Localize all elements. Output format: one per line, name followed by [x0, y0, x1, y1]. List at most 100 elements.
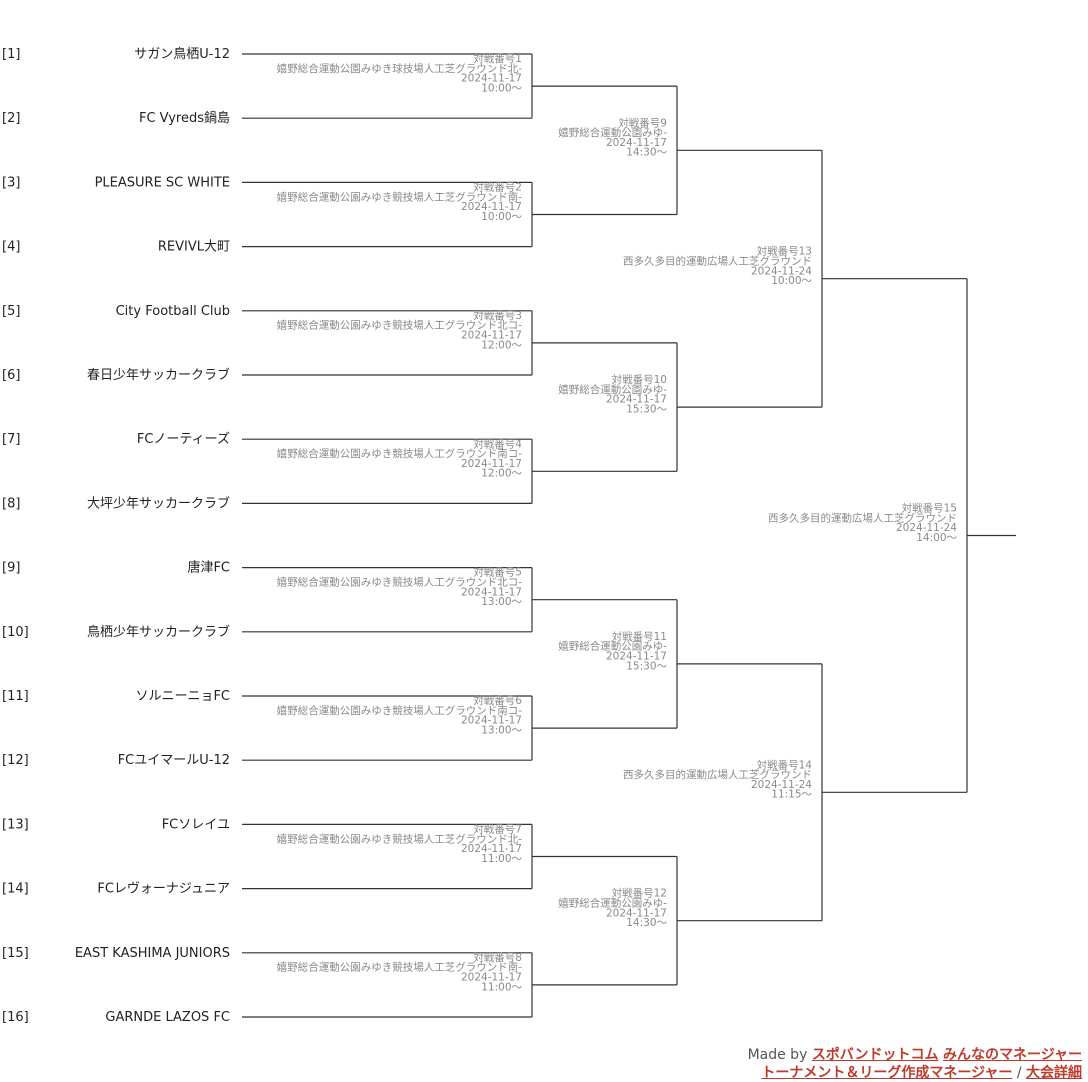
- team-name: GARNDE LAZOS FC: [105, 1010, 230, 1025]
- match-date: 2024-11-17: [606, 907, 667, 919]
- seed-number: [12]: [2, 753, 29, 768]
- team-name: FCソレイユ: [162, 817, 230, 832]
- match-time: 13:00～: [481, 596, 522, 608]
- match-number: 対戦番号1: [473, 52, 522, 65]
- match-venue: 西多久多目的運動広場人工芝グラウンド: [768, 511, 957, 524]
- match-venue: 西多久多目的運動広場人工芝グラウンド: [623, 768, 812, 781]
- match-venue: 嬉野総合運動公園みゆ-: [558, 383, 667, 396]
- match-time: 11:00～: [481, 981, 522, 993]
- match-venue: 嬉野総合運動公園みゆ-: [558, 640, 667, 653]
- seed-number: [6]: [2, 368, 20, 383]
- link-tournament-manager[interactable]: トーナメント＆リーグ作成マネージャー: [761, 1065, 1013, 1081]
- match-venue: 嬉野総合運動公園みゆき競技場人工グラウンド南コ-: [277, 447, 522, 460]
- team-name: FCレヴォーナジュニア: [97, 881, 230, 897]
- made-by-text: Made by: [747, 1047, 808, 1063]
- seed-number: [2]: [2, 111, 20, 126]
- match-venue: 嬉野総合運動公園みゆ-: [558, 897, 667, 910]
- match-number: 対戦番号3: [473, 309, 522, 322]
- seed-number: [13]: [2, 817, 29, 832]
- seed-number: [10]: [2, 625, 29, 640]
- match-date: 2024-11-17: [461, 843, 522, 855]
- seed-number: [4]: [2, 240, 20, 255]
- footer-separator: /: [1016, 1065, 1022, 1081]
- seed-number: [16]: [2, 1010, 29, 1025]
- match-number: 対戦番号15: [902, 502, 957, 515]
- seed-number: [5]: [2, 304, 20, 319]
- team-name: FC Vyreds鍋島: [139, 110, 230, 126]
- match-date: 2024-11-17: [461, 586, 522, 598]
- match-number: 対戦番号10: [612, 373, 667, 386]
- match-date: 2024-11-17: [606, 651, 667, 663]
- match-time: 14:30～: [626, 917, 667, 929]
- seed-number: [7]: [2, 432, 20, 447]
- team-name: PLEASURE SC WHITE: [95, 175, 230, 190]
- team-name: EAST KASHIMA JUNIORS: [75, 946, 230, 961]
- match-venue: 嬉野総合運動公園みゆき競技場人工芝グラウンド南-: [277, 190, 522, 203]
- team-name: サガン鳥栖U-12: [134, 47, 230, 62]
- match-date: 2024-11-17: [461, 715, 522, 727]
- tournament-bracket: [1] サガン鳥栖U-12 [2] FC Vyreds鍋島 [3] PLEASURE SC…: [2, 47, 1016, 1025]
- seed-number: [8]: [2, 496, 20, 511]
- match-date: 2024-11-24: [896, 522, 957, 534]
- match-venue: 嬉野総合運動公園みゆき競技場人工グラウンド北コ-: [277, 319, 522, 332]
- match-number: 対戦番号14: [757, 758, 813, 771]
- match-venue: 嬉野総合運動公園みゆき競技場人工グラウンド北コ-: [277, 576, 522, 589]
- team-name: FCユイマールU-12: [118, 753, 230, 768]
- match-number: 対戦番号13: [757, 245, 812, 258]
- link-tournament-details[interactable]: 大会詳細: [1026, 1065, 1082, 1081]
- team-name: City Football Club: [116, 304, 230, 319]
- team-name: REVIVL大町: [158, 240, 230, 255]
- team-name: 唐津FC: [187, 560, 230, 576]
- link-spoban[interactable]: スポバンドットコム: [811, 1047, 939, 1063]
- team-name: ソルニーニョFC: [135, 689, 230, 704]
- seed-number: [3]: [2, 175, 20, 190]
- team-name: 鳥栖少年サッカークラブ: [87, 624, 230, 640]
- match-number: 対戦番号4: [473, 437, 522, 450]
- team-name: 大坪少年サッカークラブ: [87, 495, 230, 511]
- seed-number: [9]: [2, 561, 20, 576]
- match-time: 11:00～: [481, 853, 522, 865]
- match-venue: 西多久多目的運動広場人工芝グラウンド: [623, 255, 812, 268]
- match-number: 対戦番号12: [612, 887, 667, 900]
- match-date: 2024-11-17: [461, 73, 522, 85]
- match-venue: 嬉野総合運動公園みゆき競技場人工グラウンド南コ-: [277, 704, 522, 717]
- match-time: 15:30～: [626, 404, 667, 416]
- match-time: 12:00～: [481, 339, 522, 351]
- footer-credits: Made by スポバンドットコム みんなのマネージャー トーナメント＆リーグ作…: [748, 1046, 1082, 1082]
- match-date: 2024-11-17: [461, 972, 522, 984]
- match-number: 対戦番号6: [473, 694, 522, 707]
- match-venue: 嬉野総合運動公園みゆき競技場人工芝グラウンド南-: [277, 961, 522, 974]
- seed-number: [1]: [2, 47, 20, 62]
- match-time: 15:30～: [626, 660, 667, 672]
- seed-number: [15]: [2, 946, 29, 961]
- match-venue: 嬉野総合運動公園みゆき球技場人工芝グラウンド北-: [277, 62, 522, 75]
- match-venue: 嬉野総合運動公園みゆ-: [558, 126, 667, 139]
- match-time: 10:00～: [481, 211, 522, 223]
- match-date: 2024-11-24: [751, 265, 812, 277]
- match-venue: 嬉野総合運動公園みゆき競技場人工芝グラウンド北-: [277, 832, 522, 845]
- team-name: 春日少年サッカークラブ: [87, 367, 230, 383]
- match-number: 対戦番号11: [612, 630, 667, 643]
- match-time: 14:30～: [626, 147, 667, 159]
- match-date: 2024-11-17: [606, 394, 667, 406]
- match-time: 10:00～: [771, 275, 812, 287]
- seed-number: [11]: [2, 689, 29, 704]
- team-name: FCノーティーズ: [137, 431, 230, 447]
- match-number: 対戦番号9: [618, 116, 667, 129]
- match-number: 対戦番号7: [473, 823, 522, 836]
- seed-number: [14]: [2, 882, 29, 897]
- match-number: 対戦番号5: [473, 566, 522, 579]
- match-time: 13:00～: [481, 725, 522, 737]
- match-time: 12:00～: [481, 468, 522, 480]
- match-date: 2024-11-17: [461, 458, 522, 470]
- match-number: 対戦番号2: [473, 181, 522, 194]
- match-number: 対戦番号8: [473, 951, 522, 964]
- match-time: 14:00～: [916, 532, 957, 544]
- match-date: 2024-11-17: [461, 330, 522, 342]
- link-minna-no-manager[interactable]: みんなのマネージャー: [942, 1047, 1082, 1063]
- match-time: 11:15～: [771, 789, 812, 801]
- match-time: 10:00～: [481, 83, 522, 95]
- match-date: 2024-11-17: [461, 201, 522, 213]
- match-date: 2024-11-17: [606, 137, 667, 149]
- match-date: 2024-11-24: [751, 779, 812, 791]
